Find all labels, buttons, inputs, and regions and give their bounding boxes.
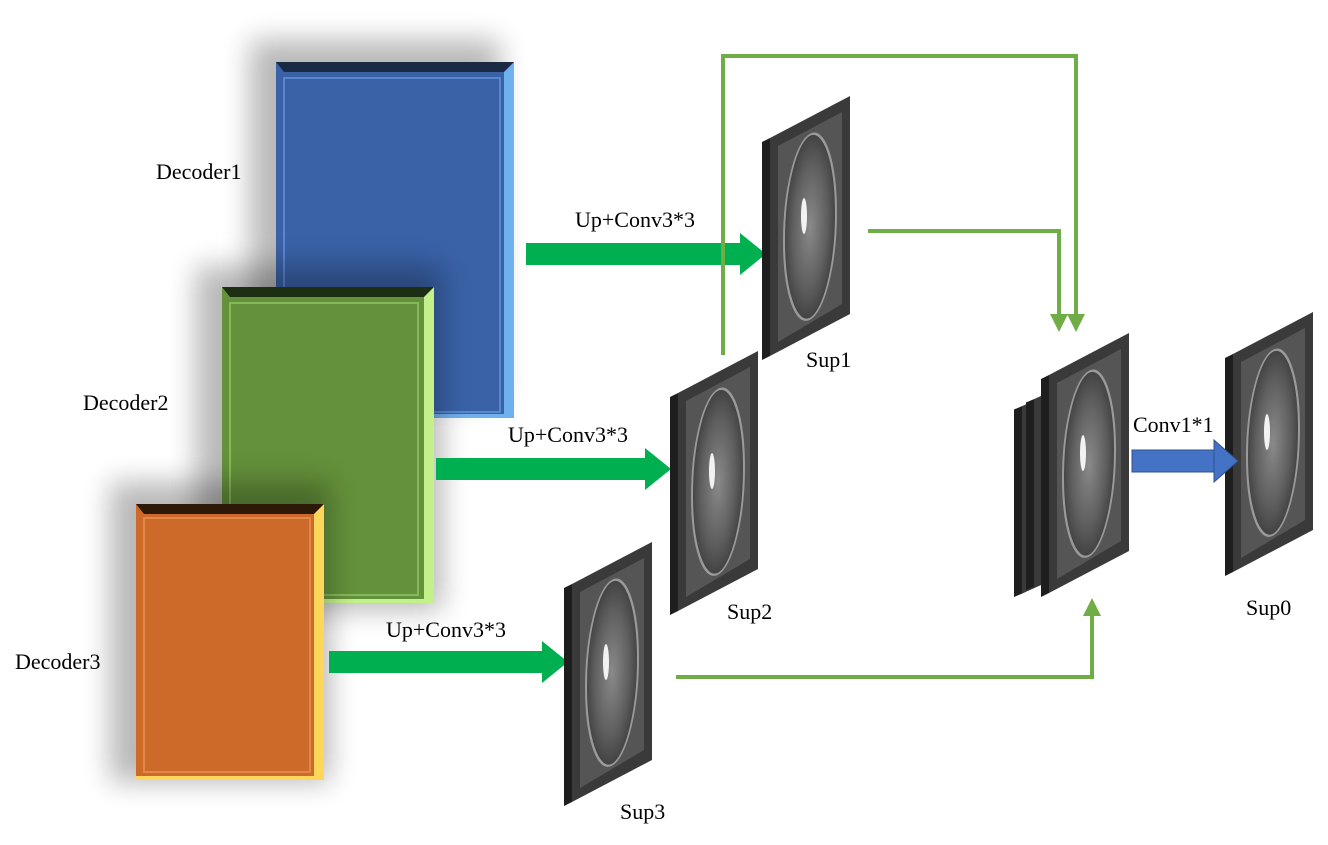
up-conv-label-3: Up+Conv3*3 <box>386 617 506 642</box>
sup3-slice <box>563 541 653 807</box>
sup0-label: Sup0 <box>1246 595 1292 620</box>
conv-arrow <box>1131 438 1239 484</box>
sup0-slice <box>1224 311 1314 577</box>
sup1-slice <box>761 95 851 361</box>
up-arrow-1 <box>526 233 766 275</box>
decoder1-block <box>250 40 514 418</box>
arrowhead-sup3 <box>1083 598 1101 616</box>
up-arrow-3 <box>329 641 568 683</box>
conv1x1-label: Conv1*1 <box>1133 412 1214 437</box>
decoder2-label: Decoder2 <box>83 390 169 415</box>
sup2-label: Sup2 <box>727 599 773 624</box>
sup2-slice <box>669 350 759 616</box>
up-conv-label-2: Up+Conv3*3 <box>508 422 628 447</box>
arrowhead-sup2 <box>1067 314 1085 332</box>
sup3-label: Sup3 <box>620 799 666 824</box>
skip-connections <box>676 54 1094 679</box>
decoder1-label: Decoder1 <box>156 159 242 184</box>
up-arrow-2 <box>436 448 671 490</box>
decoder3-box <box>136 504 314 776</box>
up-conv-label-1: Up+Conv3*3 <box>575 207 695 232</box>
sup1-label: Sup1 <box>806 347 852 372</box>
decoder3-block <box>110 482 330 782</box>
arrowhead-sup1 <box>1050 314 1068 332</box>
concat-stack <box>1013 332 1130 599</box>
decoder3-label: Decoder3 <box>15 649 101 674</box>
